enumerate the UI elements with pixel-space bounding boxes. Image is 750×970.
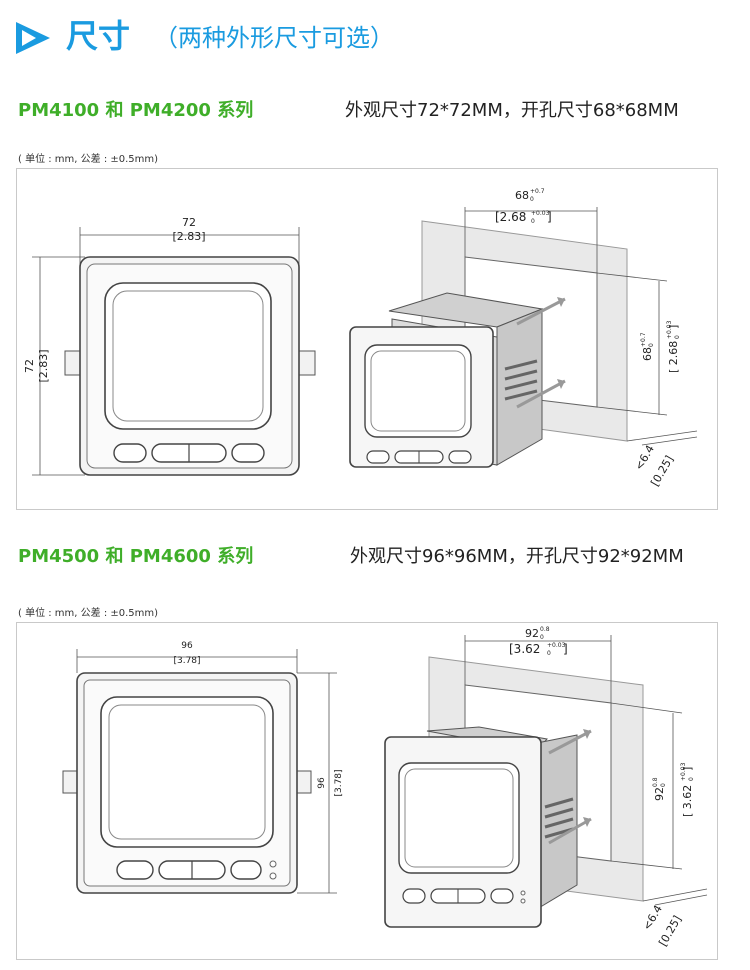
- svg-text:0: 0: [531, 218, 535, 225]
- page-subtitle: （两种外形尺寸可选）: [154, 24, 394, 52]
- svg-text:]: ]: [681, 767, 694, 771]
- depth-label: <6.4: [640, 903, 665, 933]
- isometric-view: [384, 635, 708, 928]
- front-width-inch-label: [2.83]: [172, 230, 205, 243]
- section-2-spec: 外观尺寸96*96MM，开孔尺寸92*92MM: [350, 546, 684, 567]
- svg-text:]: ]: [547, 210, 552, 224]
- svg-text:]: ]: [563, 642, 568, 656]
- cutout-height-inch-label: [ 3.62: [681, 785, 694, 817]
- cutout-width-inch-label: [3.62: [509, 642, 540, 656]
- svg-text:0: 0: [688, 777, 695, 781]
- front-view: [62, 649, 337, 894]
- section-2-drawing-panel: 96 [3.78] 96 [3.78]: [16, 622, 718, 960]
- svg-text:+0.03: +0.03: [531, 210, 550, 217]
- section-2-series-title: PM4500 和 PM4600 系列: [18, 546, 254, 567]
- svg-text:0: 0: [660, 783, 667, 787]
- depth-label: <6.4: [632, 443, 657, 473]
- front-view: [32, 227, 316, 476]
- svg-text:0.8: 0.8: [652, 777, 659, 787]
- front-width-label: 96: [181, 641, 193, 651]
- front-width-label: 72: [182, 216, 196, 229]
- front-width-inch-label: [3.78]: [173, 656, 200, 666]
- section-2-dimension-drawing: 96 [3.78] 96 [3.78]: [62, 626, 708, 949]
- cutout-height-label: 68: [641, 347, 654, 361]
- front-height-inch-label: [3.78]: [334, 769, 344, 796]
- cutout-height-inch-label: [ 2.68: [667, 341, 680, 373]
- cutout-width-inch-label: [2.68: [495, 210, 526, 224]
- svg-text:+0.03: +0.03: [547, 642, 566, 649]
- cutout-width-label: 92: [525, 627, 539, 640]
- isometric-view: [349, 207, 698, 468]
- depth-inch-label: [0.25]: [648, 453, 676, 488]
- cutout-width-label: 68: [515, 189, 529, 202]
- svg-text:0: 0: [540, 634, 544, 641]
- cutout-height-label: 92: [653, 787, 666, 801]
- svg-text:0.8: 0.8: [540, 626, 550, 633]
- depth-inch-label: [0.25]: [656, 913, 684, 948]
- svg-text:]: ]: [667, 325, 680, 329]
- section-1-drawing-panel: 72 [2.83] 72 [2.83]: [16, 168, 718, 510]
- svg-text:+0.03: +0.03: [666, 320, 673, 339]
- chevron-right-icon: [16, 22, 50, 54]
- svg-text:+0.03: +0.03: [680, 762, 687, 781]
- front-height-inch-label: [2.83]: [37, 349, 50, 382]
- svg-text:0: 0: [674, 335, 681, 339]
- svg-text:0: 0: [547, 650, 551, 657]
- section-1-spec: 外观尺寸72*72MM，开孔尺寸68*68MM: [345, 100, 679, 121]
- page-title: 尺寸: [66, 17, 131, 55]
- section-1-dimension-drawing: 72 [2.83] 72 [2.83]: [23, 188, 698, 489]
- section-1-tolerance: ( 单位 : mm, 公差 : ±0.5mm): [18, 154, 159, 165]
- section-1-series-title: PM4100 和 PM4200 系列: [18, 100, 254, 121]
- svg-text:0: 0: [530, 196, 534, 203]
- front-height-label: 72: [23, 359, 36, 373]
- svg-text:0: 0: [648, 343, 655, 347]
- svg-text:+0.7: +0.7: [640, 332, 647, 347]
- svg-text:+0.7: +0.7: [530, 188, 545, 195]
- front-height-label: 96: [317, 777, 327, 789]
- section-2-tolerance: ( 单位 : mm, 公差 : ±0.5mm): [18, 608, 159, 619]
